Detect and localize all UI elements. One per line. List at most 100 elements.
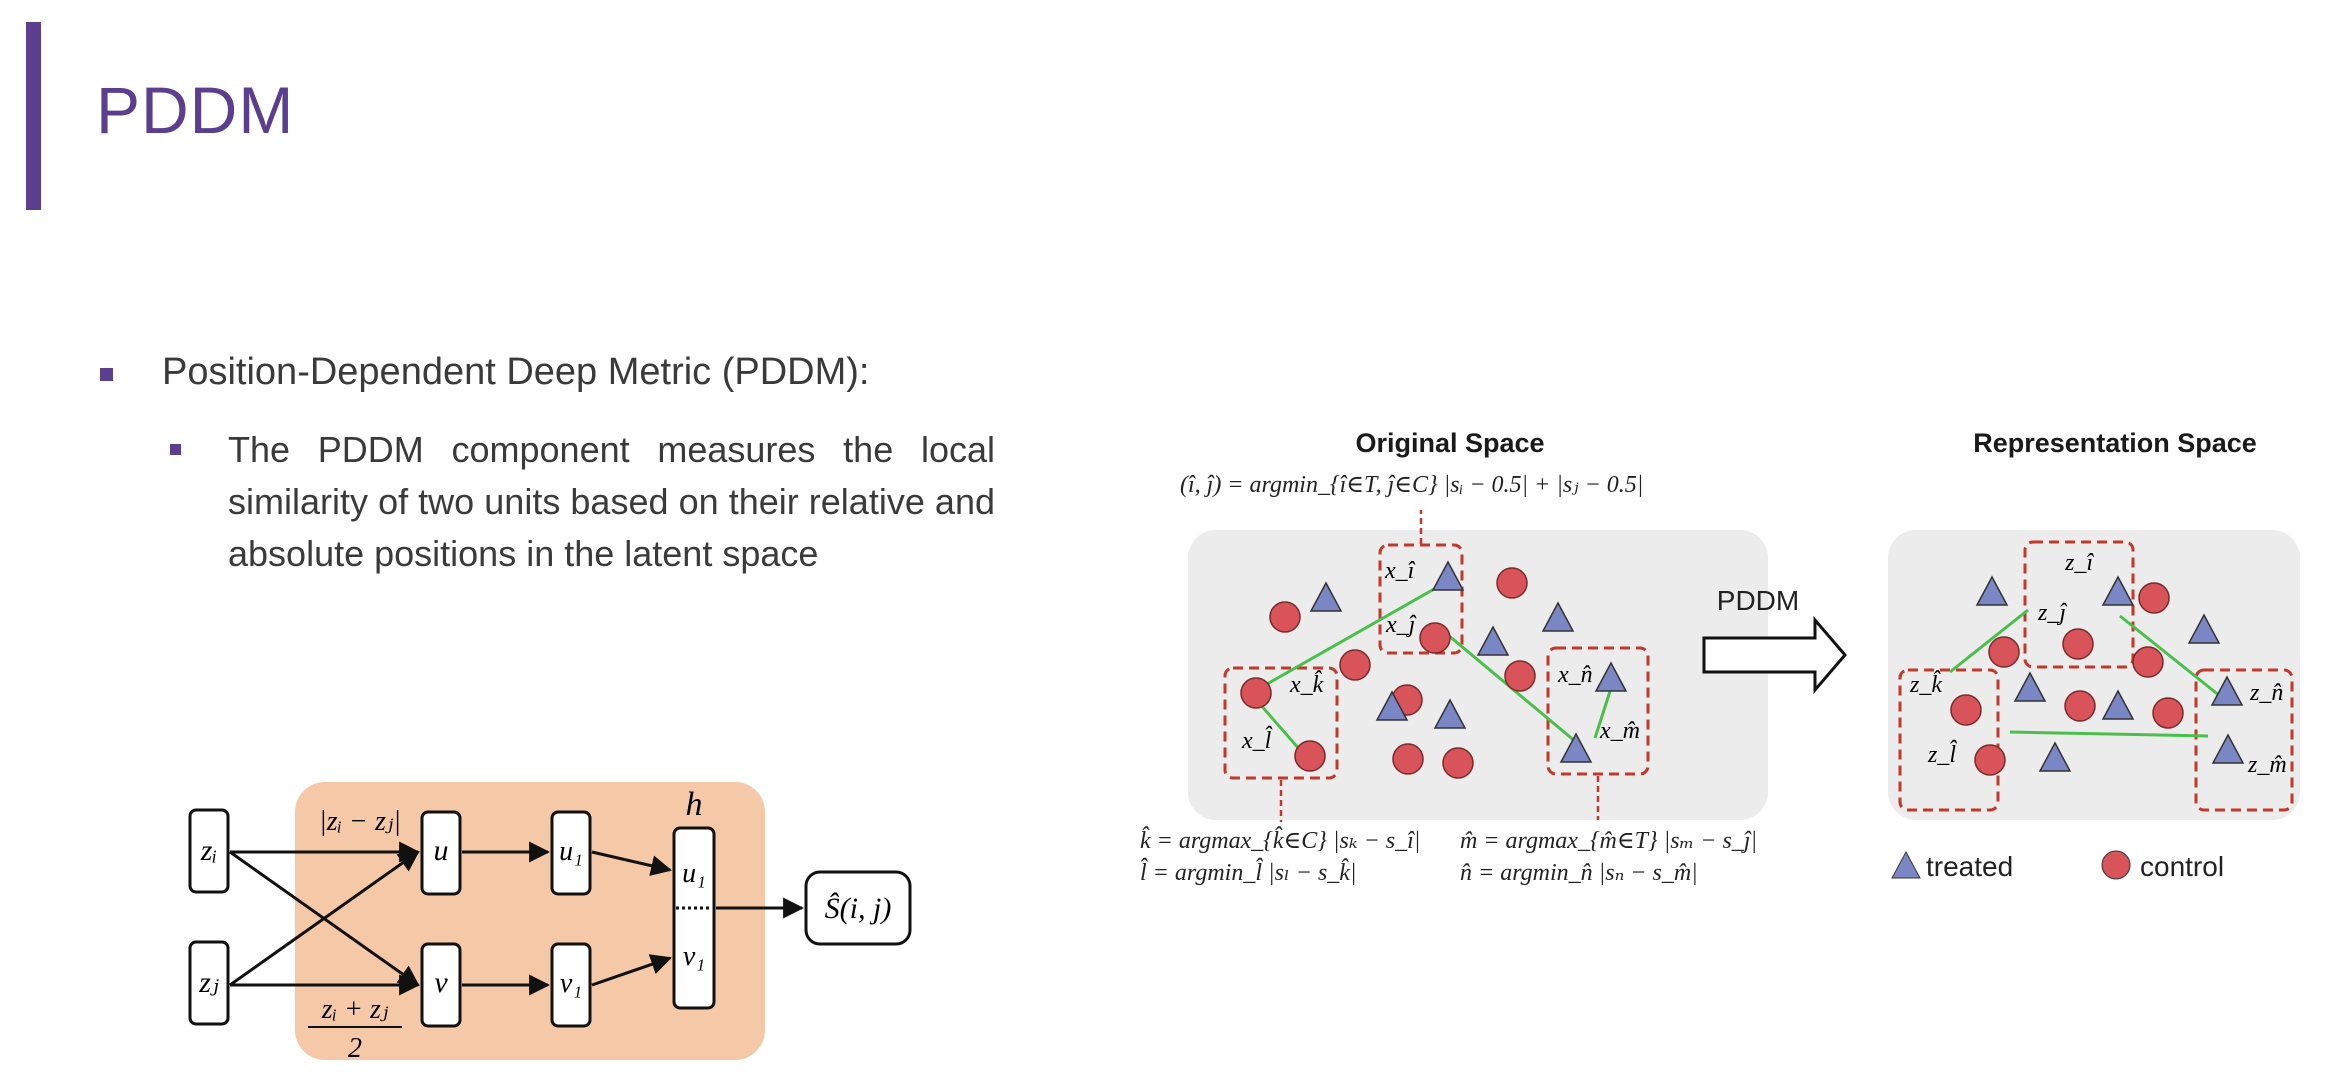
abs-diff-label: |zᵢ − zⱼ| bbox=[319, 806, 401, 837]
output-label: Ŝ(i, j) bbox=[825, 892, 892, 925]
legend-control-label: control bbox=[2140, 851, 2224, 882]
bullet-item-sub: The PDDM component measures the local si… bbox=[170, 424, 995, 580]
link-z-j-n bbox=[2119, 614, 2221, 698]
label-z-j: z_ĵ bbox=[2037, 600, 2067, 626]
original-space-title: Original Space bbox=[1355, 428, 1544, 458]
control-point bbox=[1950, 694, 1982, 726]
concat-v1-label: v₁ bbox=[683, 941, 705, 972]
control-point bbox=[1504, 660, 1536, 692]
label-z-i: z_î bbox=[2064, 550, 2094, 576]
representation-space-title: Representation Space bbox=[1973, 428, 2257, 458]
label-x-l: x_l̂ bbox=[1241, 726, 1272, 754]
legend-control-icon bbox=[2101, 850, 2131, 880]
control-point bbox=[1269, 601, 1301, 633]
pddm-arrow-label: PDDM bbox=[1717, 585, 1799, 616]
label-x-i: x_î bbox=[1384, 558, 1416, 584]
label-z-n: z_n̂ bbox=[2249, 680, 2283, 706]
control-point bbox=[1240, 677, 1272, 709]
control-point bbox=[2138, 582, 2170, 614]
treated-point bbox=[1431, 560, 1465, 591]
formula-n: n̂ = argmin_n̂ |sₙ − s_m̂| bbox=[1460, 860, 1698, 886]
legend-treated-icon bbox=[1891, 850, 1921, 879]
bullet-sub-text: The PDDM component measures the local si… bbox=[228, 428, 995, 574]
box-x-kl bbox=[1223, 666, 1339, 780]
treated-point bbox=[1594, 661, 1628, 692]
control-point bbox=[2062, 628, 2094, 660]
control-point bbox=[2064, 690, 2096, 722]
control-point bbox=[1294, 740, 1326, 772]
concat-u1-label: u₁ bbox=[682, 858, 706, 889]
link-z-i-k bbox=[1949, 608, 2029, 674]
node-u-label: u bbox=[434, 834, 449, 867]
formula-l: l̂ = argmin_l̂ |sₗ − s_k̂| bbox=[1140, 858, 1357, 886]
treated-point bbox=[2101, 689, 2135, 720]
legend-treated-label: treated bbox=[1926, 851, 2013, 882]
treated-point bbox=[2187, 613, 2221, 644]
treated-point bbox=[2211, 733, 2245, 764]
treated-point bbox=[1375, 690, 1409, 721]
box-x-ij bbox=[1378, 543, 1464, 655]
formula-m: m̂ = argmax_{m̂∈T} |sₘ − s_ĵ| bbox=[1460, 828, 1757, 854]
control-point bbox=[1392, 743, 1424, 775]
control-point bbox=[1988, 636, 2020, 668]
input-zj-box bbox=[188, 940, 230, 1026]
label-z-l: z_l̂ bbox=[1927, 740, 1957, 768]
box-x-nm bbox=[1546, 646, 1650, 776]
input-zi-box bbox=[188, 808, 230, 894]
representation-space-panel bbox=[1888, 530, 2300, 820]
treated-point bbox=[1975, 575, 2009, 606]
treated-point bbox=[2210, 675, 2244, 706]
treated-point bbox=[1433, 698, 1467, 729]
concat-h-box bbox=[672, 826, 716, 1010]
edge-v1-h bbox=[591, 954, 672, 987]
treated-point bbox=[1541, 601, 1575, 632]
input-zj-label: zⱼ bbox=[198, 966, 219, 999]
pddm-network-diagram: zᵢ zⱼ |zᵢ − zⱼ| zᵢ + zⱼ 2 u v u₁ v₁ h u₁… bbox=[188, 782, 912, 1064]
edge-zj-u bbox=[229, 850, 420, 987]
pddm-arrow bbox=[1702, 615, 1847, 695]
control-point bbox=[1974, 744, 2006, 776]
concat-h-label: h bbox=[686, 786, 703, 823]
control-point bbox=[2132, 646, 2164, 678]
input-zi-label: zᵢ bbox=[200, 834, 217, 867]
square-bullet-icon bbox=[170, 443, 181, 455]
title-accent-bar bbox=[26, 22, 41, 210]
node-v1-box bbox=[550, 942, 592, 1028]
bullet-item-main: Position-Dependent Deep Metric (PDDM): bbox=[100, 350, 1000, 396]
mean-denominator-label: 2 bbox=[348, 1033, 362, 1064]
link-z-l-m bbox=[2009, 730, 2209, 738]
label-x-m: x_m̂ bbox=[1599, 718, 1640, 744]
treated-point bbox=[2038, 741, 2072, 772]
label-x-k: x_k̂ bbox=[1289, 670, 1324, 698]
label-z-k: z_k̂ bbox=[1909, 670, 1942, 698]
original-space-panel bbox=[1188, 530, 1768, 820]
node-v-box bbox=[420, 942, 462, 1028]
control-point bbox=[1419, 622, 1451, 654]
square-bullet-icon bbox=[100, 368, 113, 381]
label-x-n: x_n̂ bbox=[1557, 662, 1593, 688]
space-mapping-figure: Original Space (î, ĵ) = argmin_{î∈T, ĵ∈C… bbox=[1140, 428, 2300, 886]
box-z-nm bbox=[2194, 668, 2294, 812]
link-x-i-k bbox=[1259, 578, 1451, 690]
node-v1-label: v₁ bbox=[560, 968, 582, 999]
formula-ij: (î, ĵ) = argmin_{î∈T, ĵ∈C} |sᵢ − 0.5| + … bbox=[1180, 472, 1643, 498]
bullet-list: Position-Dependent Deep Metric (PDDM): T… bbox=[100, 350, 1000, 580]
node-u1-box bbox=[550, 810, 592, 896]
bullet-main-text: Position-Dependent Deep Metric (PDDM): bbox=[162, 351, 870, 393]
node-u-box bbox=[420, 810, 462, 896]
formula-k: k̂ = argmax_{k̂∈C} |sₖ − s_î| bbox=[1140, 826, 1420, 854]
treated-point bbox=[1309, 581, 1343, 612]
treated-point bbox=[2013, 671, 2047, 702]
edge-u1-h bbox=[591, 850, 673, 876]
label-z-m: z_m̂ bbox=[2247, 752, 2287, 778]
control-point bbox=[2152, 697, 2184, 729]
slide-title: PDDM bbox=[96, 73, 295, 147]
control-point bbox=[1339, 649, 1371, 681]
treated-point bbox=[1476, 625, 1510, 656]
control-point bbox=[1496, 567, 1528, 599]
treated-point bbox=[2101, 575, 2135, 606]
node-u1-label: u₁ bbox=[559, 836, 583, 867]
mean-numerator-label: zᵢ + zⱼ bbox=[321, 994, 389, 1025]
control-point bbox=[1442, 747, 1474, 779]
node-v-label: v bbox=[434, 966, 448, 999]
